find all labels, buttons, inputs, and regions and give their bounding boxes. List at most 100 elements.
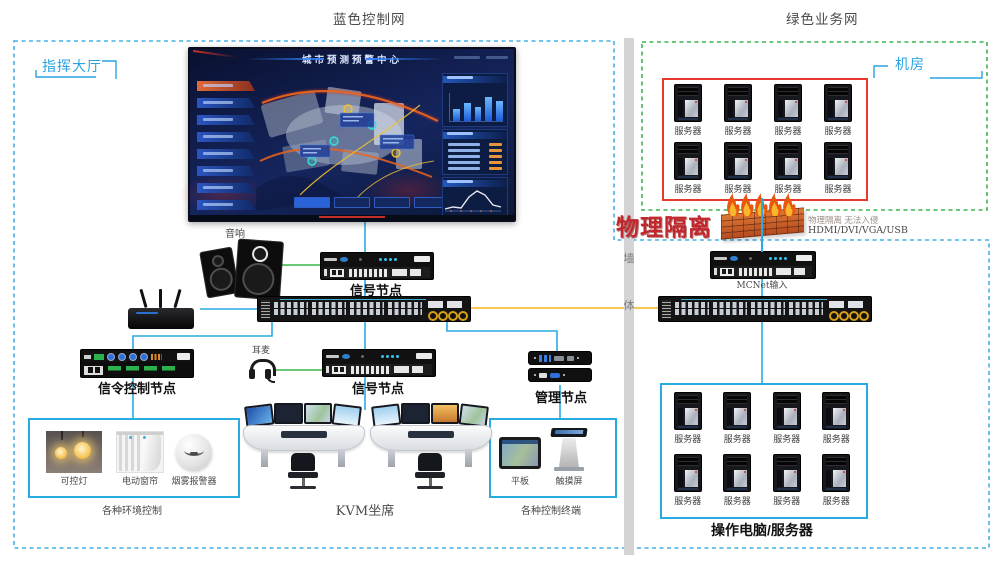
server-tower: 服务器: [723, 392, 752, 445]
signaling-control-device: [80, 349, 194, 378]
operator-server-grid: 服务器服务器服务器服务器服务器服务器服务器服务器: [668, 392, 856, 507]
management-node-unit: [528, 368, 592, 382]
video-wall-screen: 城市预测预警中心: [178, 47, 516, 222]
isolation-interfaces: HDMI/DVI/VGA/USB: [808, 225, 908, 236]
bar-chart-panel: [442, 73, 508, 127]
mini-line-chart: [444, 190, 502, 212]
physical-isolation-title: 物理隔离: [616, 214, 712, 240]
menu-pill: [197, 132, 255, 142]
server-tower: 服务器: [674, 84, 702, 137]
connector: [340, 256, 348, 262]
signal-node-device: [322, 349, 436, 377]
tablet-label: 平板: [510, 477, 529, 487]
server-tower: 服务器: [674, 142, 702, 195]
server-tower: 服务器: [772, 454, 801, 507]
lights-label: 可控灯: [60, 477, 88, 487]
server-tower: 服务器: [673, 392, 702, 445]
title-deco-line: [366, 58, 444, 60]
electric-curtain-image: [116, 431, 164, 473]
wifi-router: [126, 285, 200, 329]
tablet-image: [499, 437, 541, 469]
speaker-label: 音响: [225, 229, 245, 240]
mcnet-input-device: [710, 251, 816, 279]
headset-icon: [248, 358, 276, 384]
server-tower: 服务器: [824, 142, 852, 195]
environment-caption: 各种环境控制: [102, 506, 162, 517]
wall-label-top: 墙: [623, 253, 635, 265]
server-tower: 服务器: [724, 84, 752, 137]
machine-room-bracket: [873, 65, 983, 79]
green-network-label: 绿色业务网: [786, 12, 859, 27]
signal-node-device: [320, 252, 434, 280]
wall-label-bottom: 体: [623, 300, 635, 312]
menu-pill: [197, 166, 255, 176]
server-tower: 服务器: [774, 84, 802, 137]
server-tower: 服务器: [673, 454, 702, 507]
map-tab: [294, 197, 330, 208]
server-tower: 服务器: [822, 392, 851, 445]
line-switch-ctrlnode: [132, 320, 273, 349]
server-tower: 服务器: [824, 84, 852, 137]
machine-room-label: 机房: [895, 56, 925, 72]
smoke-alarm-image: [170, 431, 218, 473]
operator-server-box: [660, 383, 868, 519]
screen-bottom-frame: [190, 215, 514, 220]
curtain-label: 电动窗帘: [121, 477, 158, 487]
menu-pill: [197, 98, 255, 108]
server-tower: 服务器: [774, 142, 802, 195]
city-map: [256, 87, 440, 211]
line-chart-panel: [442, 177, 508, 217]
map-tab: [374, 197, 410, 208]
kvm-caption: KVM坐席: [335, 504, 395, 519]
signal-node-label: 信号节点: [351, 381, 404, 396]
connector: [342, 353, 350, 359]
operator-servers-caption: 操作电脑/服务器: [711, 522, 813, 538]
headset-label: 耳麦: [251, 346, 270, 356]
menu-pill: [197, 200, 255, 210]
line-serverbox-mcnet: [761, 198, 763, 252]
firewall-flames: [727, 193, 796, 216]
mcnet-input-label: MCNet输入: [736, 281, 788, 291]
title-deco-line: [246, 58, 324, 60]
terminal-caption: 各种控制终端: [521, 506, 581, 517]
management-node-unit: [528, 351, 592, 365]
machine-room-server-box: [662, 78, 868, 201]
connector: [730, 255, 738, 261]
datetime-text: [486, 56, 508, 59]
speaker-right: [233, 238, 285, 301]
mini-bar-chart: [449, 93, 503, 122]
server-tower: 服务器: [772, 392, 801, 445]
kvm-console-desk: [370, 403, 492, 495]
isolation-note: 物理隔离 无法入侵: [808, 215, 879, 225]
line-switch-mgmtnode: [446, 320, 558, 351]
blue-network-dashed-border: [13, 40, 990, 549]
server-tower: 服务器: [724, 142, 752, 195]
list-rows: [443, 139, 507, 177]
command-hall-bracket: [35, 60, 117, 79]
menu-pill: [197, 115, 255, 125]
touchscreen-label: 触摸屏: [555, 477, 583, 487]
command-hall-label: 指挥大厅: [42, 58, 102, 74]
dashboard-title: 城市预测预警中心: [301, 55, 402, 66]
menu-pill: [197, 183, 255, 193]
datetime-text: [454, 56, 480, 59]
green-network-dashed-border: [641, 41, 988, 211]
machine-room-server-grid: 服务器服务器服务器服务器服务器服务器服务器服务器: [668, 84, 858, 195]
touchscreen-kiosk-image: [550, 426, 588, 472]
management-node-label: 管理节点: [534, 390, 587, 405]
server-tower: 服务器: [723, 454, 752, 507]
kvm-matrix-switch-left: [257, 296, 471, 322]
signal-node-label: 信号节点: [349, 283, 402, 298]
signaling-control-label: 信令控制节点: [97, 381, 176, 396]
wall-bar: [624, 38, 634, 555]
controllable-lights-image: [46, 431, 102, 473]
map-tab: [334, 197, 370, 208]
smoke-alarm-label: 烟雾报警器: [171, 477, 217, 487]
menu-pill: [197, 149, 255, 159]
menu-pill: [197, 81, 255, 91]
kvm-matrix-switch-right: [658, 296, 872, 322]
kvm-console-desk: [243, 403, 365, 495]
blue-network-label: 蓝色控制网: [333, 12, 406, 27]
